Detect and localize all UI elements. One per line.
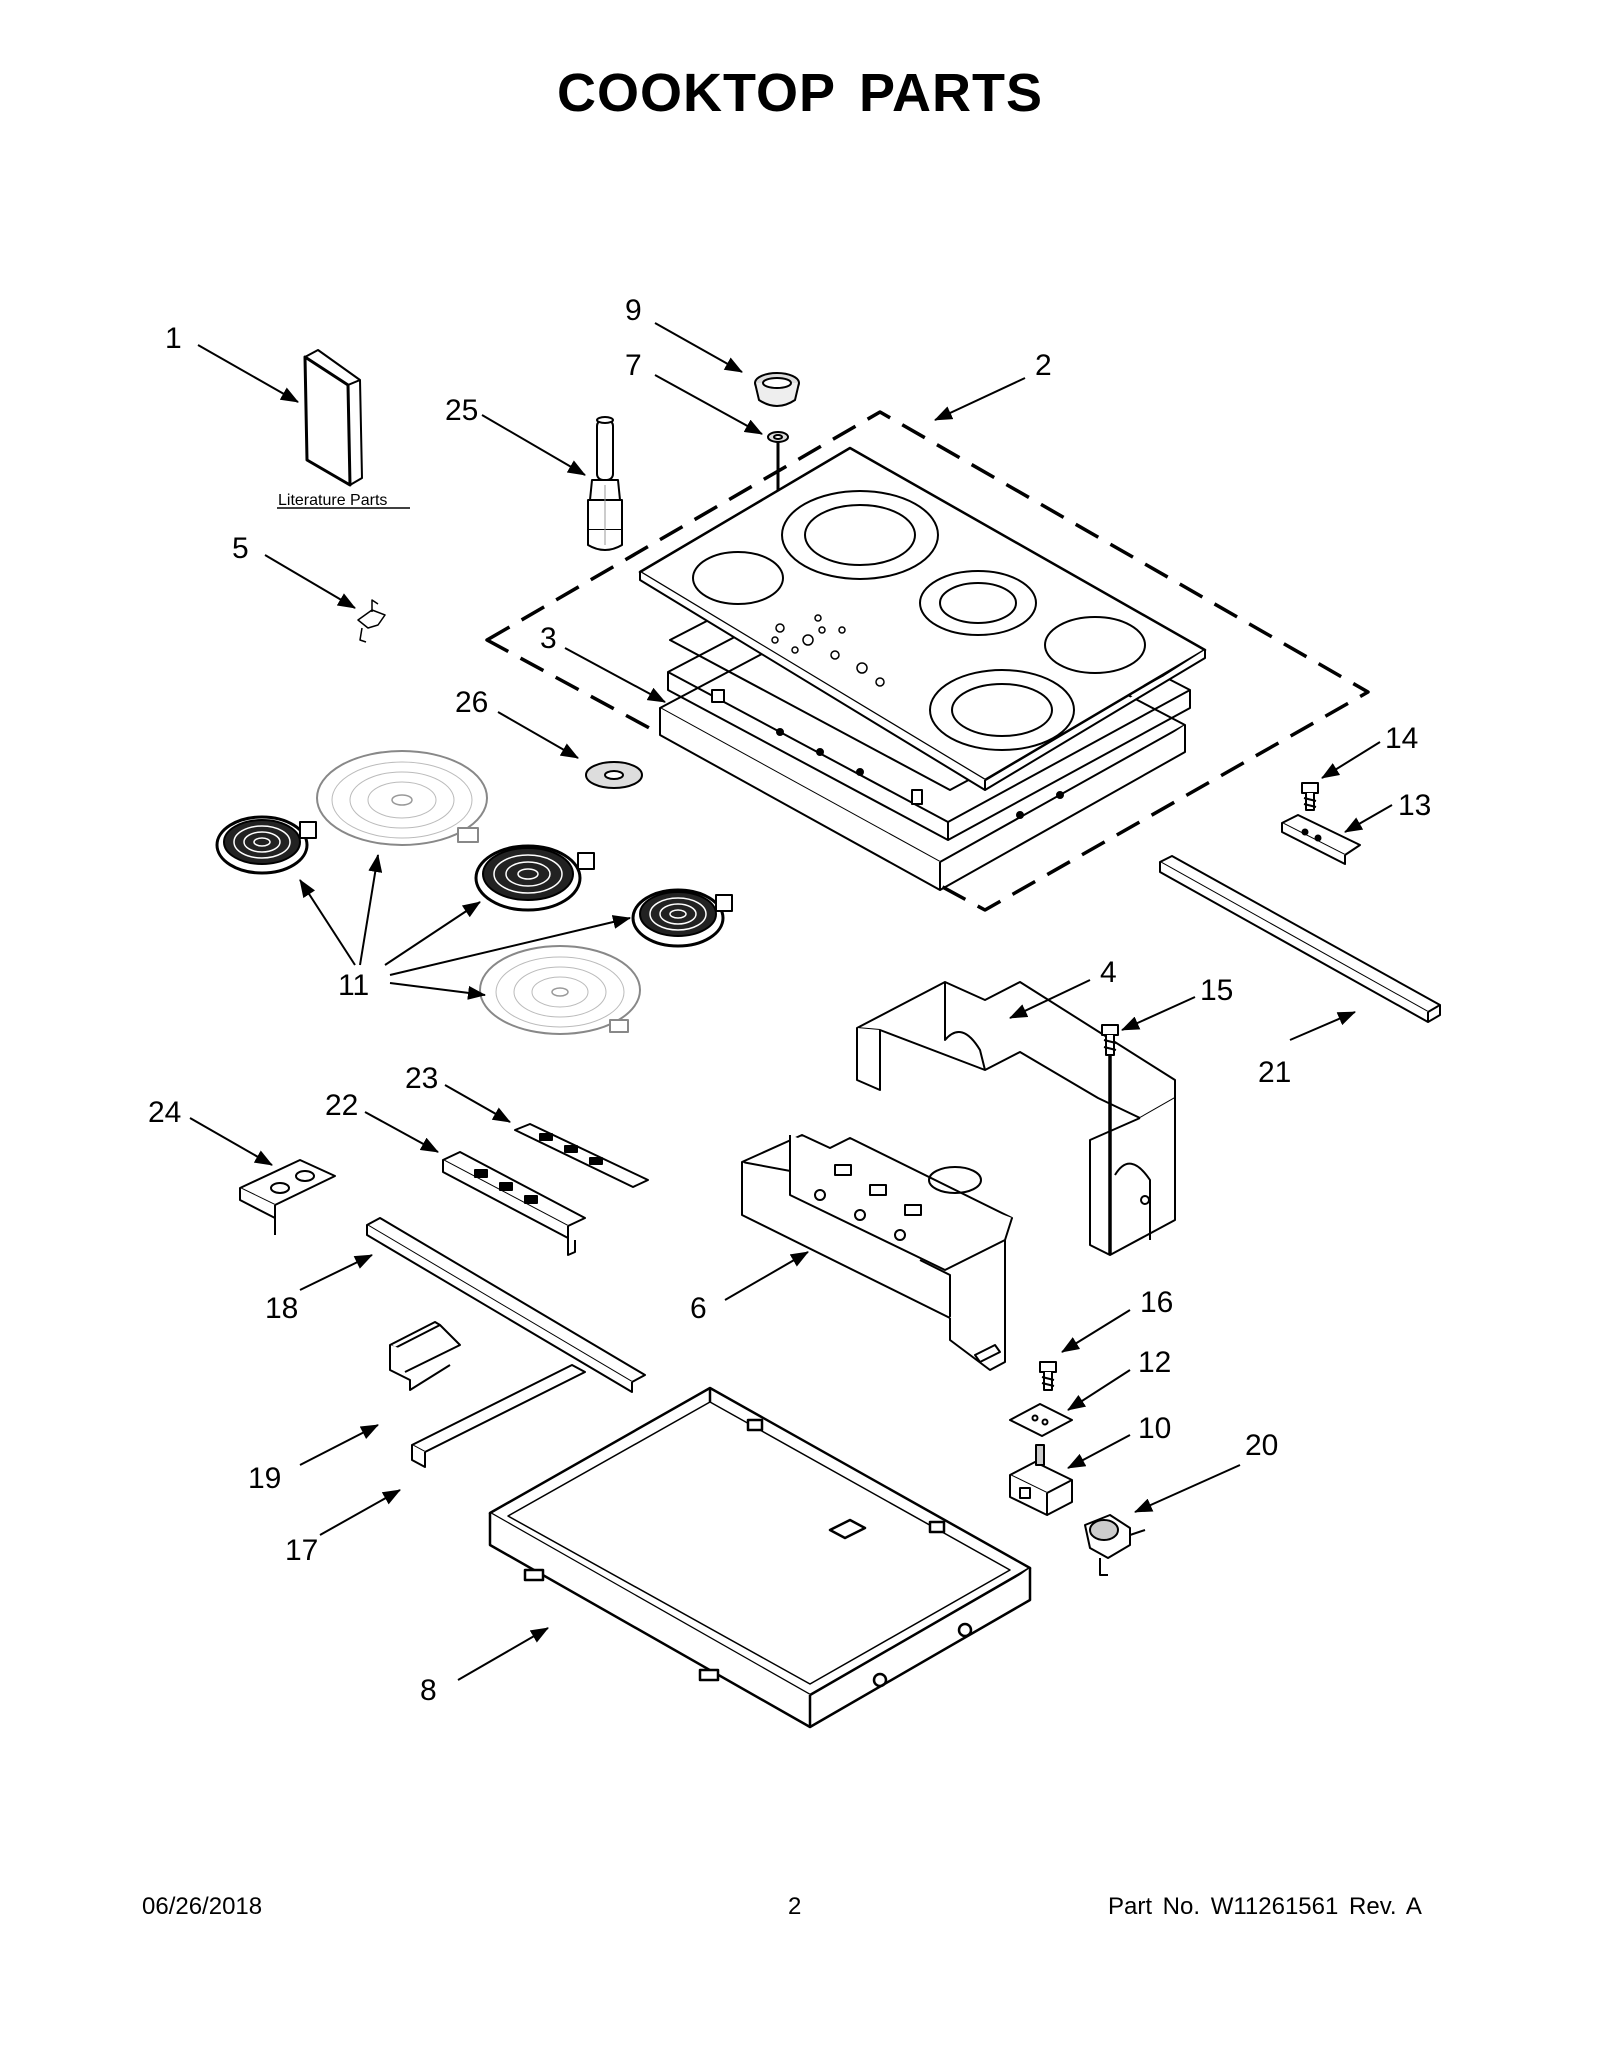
callout-9: 9 [625, 294, 642, 327]
part-10-switch [1009, 1444, 1073, 1516]
callout-1: 1 [165, 322, 182, 355]
footer-page-number: 2 [788, 1893, 802, 1920]
part-7-washer [767, 431, 789, 443]
callout-23: 23 [405, 1062, 438, 1095]
callout-18: 18 [265, 1292, 298, 1325]
callout-13: 13 [1398, 789, 1431, 822]
page-title: COOKTOP PARTS [556, 63, 1044, 123]
callout-24: 24 [148, 1096, 181, 1129]
callout-5: 5 [232, 532, 249, 565]
part-26-washer [585, 761, 643, 789]
callout-26: 26 [455, 686, 488, 719]
part-15-screw [1101, 1024, 1119, 1255]
part-24-bracket [239, 1159, 336, 1235]
callout-7: 7 [625, 349, 642, 382]
part-6-box [741, 1134, 1013, 1371]
callout-14: 14 [1385, 722, 1418, 755]
part-8-tray [488, 1386, 1032, 1729]
part-23-strip [514, 1123, 649, 1188]
callout-22: 22 [325, 1089, 358, 1122]
callout-4: 4 [1100, 956, 1117, 989]
callout-12: 12 [1138, 1346, 1171, 1379]
callout-numbers: 1 2 3 4 5 6 7 8 9 10 11 12 13 14 15 16 1… [148, 294, 1431, 1707]
part-20-sensor [1084, 1514, 1146, 1576]
literature-booklet [277, 349, 410, 509]
callout-2: 2 [1035, 349, 1052, 382]
part-18-bracket [366, 1217, 646, 1393]
footer-date: 06/26/2018 [142, 1893, 263, 1920]
footer-part-number: Part No. W11261561 Rev. A [1108, 1893, 1422, 1920]
part-14-screw [1301, 782, 1319, 811]
part-9-knob [754, 372, 800, 407]
part-25-rod [587, 416, 623, 551]
callout-19: 19 [248, 1462, 281, 1495]
callout-16: 16 [1140, 1286, 1173, 1319]
part-11-elements [215, 750, 733, 1035]
callout-21: 21 [1258, 1056, 1291, 1089]
part-22-bracket [442, 1151, 586, 1256]
callout-15: 15 [1200, 974, 1233, 1007]
leader-arrows [189, 322, 1393, 1681]
part-13-bracket [1281, 814, 1361, 865]
callout-11: 11 [338, 969, 369, 1002]
callout-10: 10 [1138, 1412, 1171, 1445]
callout-25: 25 [445, 394, 478, 427]
part-5-clip [357, 599, 386, 643]
literature-parts-label: Literature Parts [278, 492, 387, 509]
callout-17: 17 [285, 1534, 318, 1567]
callout-20: 20 [1245, 1429, 1278, 1462]
part-16-screw [1039, 1361, 1057, 1391]
part-17-bracket [411, 1364, 586, 1468]
callout-3: 3 [540, 622, 557, 655]
part-12-plate [1009, 1403, 1073, 1437]
cooktop-glass [638, 446, 1207, 791]
callout-8: 8 [420, 1674, 437, 1707]
callout-6: 6 [690, 1292, 707, 1325]
part-21-bar [1159, 855, 1441, 1023]
part-19-bracket [389, 1321, 461, 1391]
part-4-shield [856, 981, 1176, 1256]
